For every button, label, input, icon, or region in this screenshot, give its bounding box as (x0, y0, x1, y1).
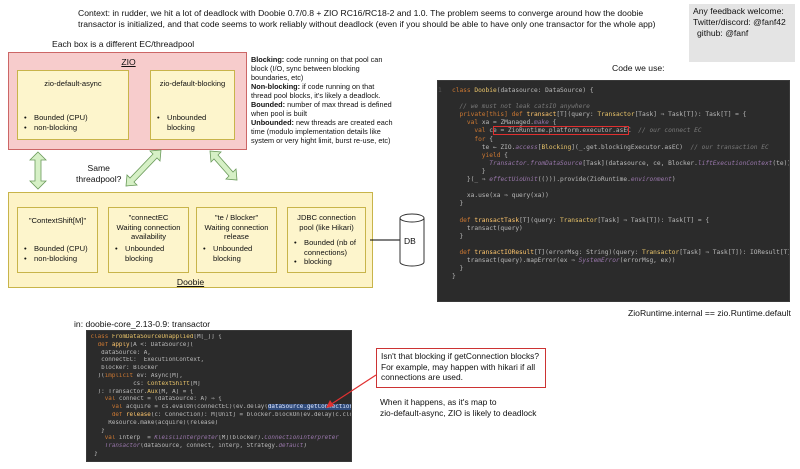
legend-bounded: Bounded: number of max thread is defined… (251, 100, 392, 118)
blocking-question-note: Isn't that blocking if getConnection blo… (376, 348, 546, 388)
code-line: Transactor(dataSource, connect, interp, … (87, 443, 307, 450)
code-line: dataSource: A, (87, 349, 151, 356)
legend-blocking: Blocking: code running on that pool can … (251, 55, 383, 82)
pool-item: blocking (167, 122, 195, 132)
pool-item: Unbounded (167, 113, 207, 122)
code-line: // we must not leak catsIO anywhere (452, 103, 590, 111)
pool-item: Bounded (CPU) (34, 113, 88, 122)
double-arrow-diagonal-left (125, 149, 162, 187)
zio-title: ZIO (121, 57, 136, 67)
pool-title: zio-default-blocking (159, 79, 226, 88)
code-line: private[this] def transact[T](query: Tra… (452, 111, 747, 119)
pool-title: "te / Blocker" Waiting connection releas… (204, 213, 269, 241)
pool-connect-ec: "connectEC Waiting connection availabili… (108, 207, 189, 273)
pool-item: Unbounded (125, 244, 165, 253)
zio-container: ZIO zio-default-async •Bounded (CPU) •no… (8, 52, 247, 150)
code-line: } (87, 450, 98, 457)
code-line: Transactor.fromDataSource[Task](datasour… (489, 159, 789, 167)
db-cylinder-icon (399, 213, 425, 267)
pool-item: non-blocking (34, 122, 78, 132)
code-line: transact(query) (452, 224, 523, 232)
code-line: ): Transactor.Aux[M, A] = { (87, 388, 194, 395)
double-arrow-diagonal-right (209, 150, 238, 181)
pool-item: blocking (304, 257, 332, 266)
context-line-2: transactor is initialized, and that code… (78, 19, 656, 29)
feedback-line-3: github: @fanf (697, 28, 749, 38)
pool-item: Unbounded (213, 244, 253, 253)
db-label: DB (404, 236, 416, 246)
same-threadpool-question: Same threadpool? (76, 163, 122, 184)
pool-title: zio-default-async (44, 79, 102, 88)
code-line: transact(query).mapError(ex ⇒ SystemErro… (452, 256, 676, 264)
pool-context-shift: "ContextShift[M]" •Bounded (CPU) •non-bl… (17, 207, 98, 273)
code-line: def transactIOResult[T](errorMsg: String… (452, 248, 789, 256)
feedback-box: Any feedback welcome: Twitter/discord: @… (689, 4, 795, 62)
code-line (438, 208, 789, 216)
pool-title: JDBC connection pool (like Hikari) (297, 213, 356, 232)
code-line: )(implicit ev: Async[M], (87, 372, 183, 379)
deadlock-note: When it happens, as it's map to zio-defa… (380, 397, 537, 418)
pool-zio-default-blocking: zio-default-blocking •Unbounded blocking (150, 70, 235, 140)
pool-title: "ContextShift[M]" (28, 216, 87, 225)
code-line: Resource.make(acquire)(release) (87, 419, 219, 426)
legend: Blocking: code running on that pool can … (251, 55, 393, 145)
pool-item: blocking (125, 253, 153, 263)
code-line: } (452, 265, 464, 273)
doobie-container: "ContextShift[M]" •Bounded (CPU) •non-bl… (8, 192, 373, 288)
code-line: xa.use(xa ⇒ query(xa)) (452, 192, 549, 200)
code-line (438, 95, 789, 103)
pool-jdbc-connection: JDBC connection pool (like Hikari) •Boun… (287, 207, 366, 273)
code-line: def release(c: Connection): M[Unit] = bl… (87, 411, 351, 418)
code-line: cs: ContextShift[M] (87, 380, 201, 387)
code-line: } (452, 167, 486, 175)
code-line: }(_ ⇒ effectUioUnit(())).provide(ZioRunt… (452, 176, 676, 184)
code-line: } (452, 200, 464, 208)
code-line: val interp = KleisliInterpreter[M](block… (87, 435, 339, 442)
code-line: yield { (452, 151, 508, 159)
code-line: } (87, 427, 105, 434)
code-line (438, 184, 789, 192)
doobie-caption: Doobie (176, 277, 205, 287)
pools-caption: Each box is a different EC/threadpool (52, 39, 195, 49)
feedback-line-1: Any feedback welcome: (693, 6, 784, 16)
code-line (438, 241, 789, 249)
code-line: blocker: Blocker (87, 365, 158, 372)
pool-item: Bounded (CPU) (34, 244, 88, 253)
feedback-line-2: Twitter/discord: @fanf42 (693, 17, 786, 27)
runtime-caption: ZioRuntime.internal == zio.Runtime.defau… (628, 308, 791, 318)
code-highlight-connect-ec (493, 126, 629, 135)
code-caption: Code we use: (612, 63, 665, 73)
pool-item: Bounded (nb of connections) (304, 238, 356, 257)
pool-te-blocker: "te / Blocker" Waiting connection releas… (196, 207, 277, 273)
code-line: def transactTask[T](query: Transactor[Ta… (452, 216, 710, 224)
code-editor-doobie-core[interactable]: class FromDataSourceUnapplied[M[_]] { de… (86, 330, 352, 462)
code-line: val xa = ZManaged.make { (452, 119, 557, 127)
context-description: Context: in rudder, we hit a lot of dead… (78, 8, 658, 30)
doobie-core-caption: in: doobie-core_2.13-0.9: transactor (74, 319, 211, 329)
code-line: } (452, 273, 456, 281)
pool-title: "connectEC Waiting connection availabili… (116, 213, 181, 241)
code-line: class FromDataSourceUnapplied[M[_]] { (87, 334, 222, 340)
code-line: val acquire = cs.evalOn(connectEC)(ev.de… (87, 404, 351, 411)
pool-item: non-blocking (34, 253, 78, 263)
code-line: te ← ZIO.access[Blocking](_.get.blocking… (452, 143, 769, 151)
double-arrow-vertical (29, 151, 47, 190)
code-line: def apply[A <: DataSource]( (87, 341, 194, 348)
legend-non-blocking: Non-blocking: if code running on that th… (251, 82, 381, 100)
pool-item: blocking (213, 253, 241, 263)
code-line: for { (452, 135, 493, 143)
code-line: val ce = ZioRuntime.platform.executor.as… (452, 127, 702, 135)
legend-unbounded: Unbounded: new threads are created each … (251, 118, 393, 145)
context-line-1: Context: in rudder, we hit a lot of dead… (78, 8, 644, 18)
code-line: connectEC: ExecutionContext, (87, 357, 205, 364)
code-line: } (452, 232, 464, 240)
pool-zio-default-async: zio-default-async •Bounded (CPU) •non-bl… (17, 70, 129, 140)
code-line: val connect = (dataSource: A) ⇒ { (87, 396, 222, 403)
